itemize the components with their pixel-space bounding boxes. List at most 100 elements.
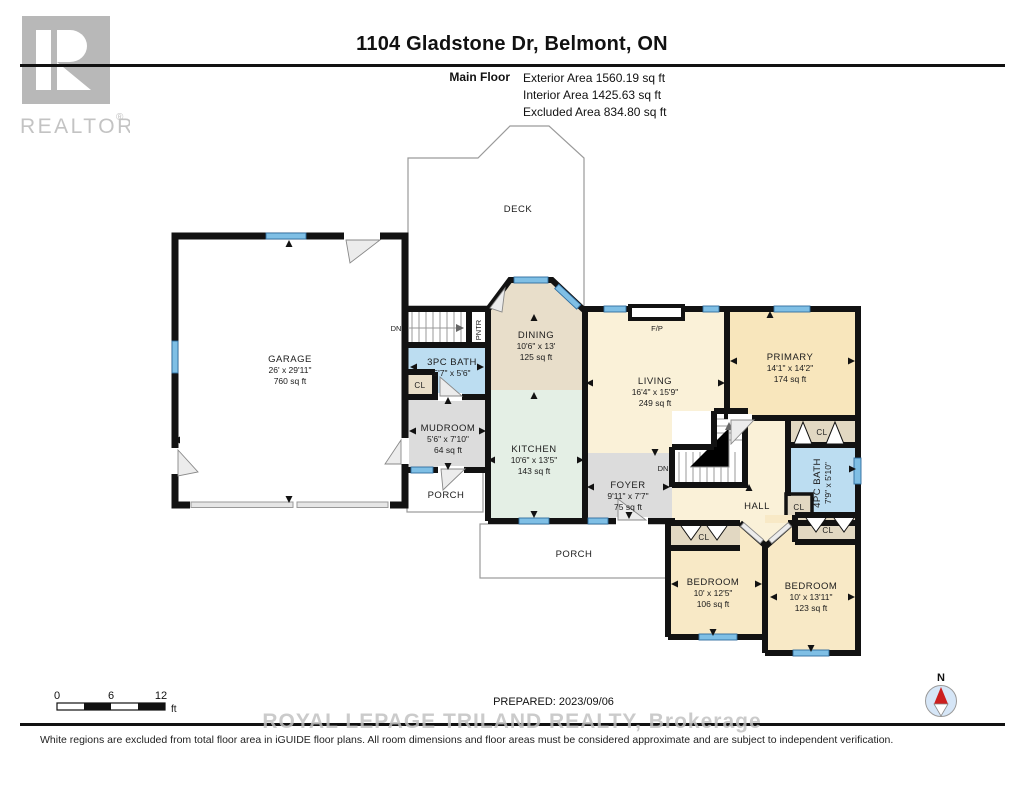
bedroom-left-dims: 10' x 12'5" [694, 588, 733, 598]
primary-dims: 14'1" x 14'2" [767, 363, 814, 373]
window [410, 466, 434, 474]
area-summary: Exterior Area 1560.19 sq ft Interior Are… [523, 70, 666, 120]
hall-label: HALL [744, 501, 770, 512]
hanger-icon [833, 517, 855, 533]
window [518, 517, 550, 525]
door-swing-icon [384, 438, 402, 465]
bath3pc-label: 3PC BATH [427, 357, 477, 368]
dining-dims: 10'6" x 13' [517, 341, 556, 351]
living-label: LIVING [638, 376, 672, 387]
scale-tick-12: 12 [155, 690, 167, 702]
foyer-dims: 9'11" x 7'7" [607, 491, 648, 501]
bath4pc-dims: 7'9" x 5'10" [823, 462, 833, 504]
compass-icon: N [925, 672, 957, 717]
living-area: 249 sq ft [639, 398, 672, 408]
window [853, 457, 862, 485]
window [702, 305, 720, 313]
closet-label: CL [698, 533, 709, 542]
window [773, 305, 811, 313]
header-divider [20, 64, 1005, 67]
deck-outline [407, 125, 585, 307]
garage-fill [175, 236, 405, 505]
bath3pc-dims: 5'7" x 5'6" [433, 368, 470, 378]
room-fills [175, 236, 858, 653]
mudroom-label: MUDROOM [421, 423, 476, 434]
hall-chamfer-fill [740, 523, 792, 546]
exterior-area: Exterior Area 1560.19 sq ft [523, 71, 666, 85]
closet-mudroom-fill [405, 372, 435, 397]
hanger-icon [706, 525, 728, 541]
disclaimer-text: White regions are excluded from total fl… [40, 734, 894, 746]
bath4pc-label: 4PC BATH [812, 458, 823, 508]
door-swing-icon [489, 286, 506, 313]
pantry-fill [469, 309, 488, 347]
door-swing-icon [440, 468, 467, 491]
hanger-icon [825, 420, 845, 445]
living-dims: 16'4" x 15'9" [632, 387, 679, 397]
window [171, 340, 179, 374]
door-swing-icon [177, 448, 199, 477]
stairs-arrow-icon [456, 324, 464, 332]
scale-tick-6: 6 [108, 690, 114, 702]
excluded-area: Excluded Area 834.80 sq ft [523, 104, 667, 119]
kitchen-fill [488, 390, 585, 521]
window [587, 517, 609, 525]
porch-small-label: PORCH [428, 490, 465, 501]
mudroom-dims: 5'6" x 7'10" [427, 434, 469, 444]
primary-label: PRIMARY [767, 352, 814, 363]
compass-north-label: N [937, 672, 945, 684]
door-swing-icon [345, 239, 382, 264]
deck-label: DECK [504, 204, 533, 215]
closet-label: CL [816, 428, 827, 437]
stairs-dn-label: DN [658, 464, 669, 473]
bedroom-right-area: 123 sq ft [795, 603, 828, 613]
floor-label: Main Floor [449, 70, 510, 84]
fireplace-label: F/P [651, 324, 663, 333]
prepared-date: PREPARED: 2023/09/06 [493, 696, 614, 708]
door-swings [177, 239, 793, 545]
primary-area: 174 sq ft [774, 374, 807, 384]
window [698, 633, 738, 641]
door-swing-icon [439, 376, 464, 397]
garage-dims: 26' x 29'11" [269, 365, 312, 375]
door-leaf-icon [767, 521, 793, 545]
pantry-label-group: PNTR [474, 319, 483, 340]
interior-area: Interior Area 1425.63 sq ft [523, 87, 662, 102]
porch-large-label: PORCH [556, 549, 593, 560]
brokerage-watermark: ROYAL LEPAGE TRILAND REALTY, Brokerage [262, 710, 762, 733]
foyer-label: FOYER [610, 480, 645, 491]
door-leaf-icon [739, 521, 765, 545]
garage-doors [190, 501, 389, 508]
bedroom-right-label: BEDROOM [785, 581, 838, 592]
scale-bar: 0 6 12 ft [54, 690, 177, 715]
garage-label: GARAGE [268, 354, 312, 365]
bedroom-left-closet-fill [668, 523, 740, 548]
hanger-icon [680, 525, 702, 541]
kitchen-area: 143 sq ft [518, 466, 551, 476]
hanger-icon [805, 517, 827, 533]
page-title: 1104 Gladstone Dr, Belmont, ON [356, 33, 668, 55]
closet-hangers [680, 420, 855, 541]
window [554, 283, 582, 310]
window [513, 276, 549, 284]
bedroom-right-dims: 10' x 13'11" [790, 592, 833, 602]
window [265, 232, 307, 240]
realtor-logo: REALTOR ® [20, 14, 130, 142]
realtor-logo-icon: REALTOR ® [20, 16, 130, 138]
fireplace-icon [628, 304, 685, 321]
dining-label: DINING [518, 330, 554, 341]
primary-fill [727, 309, 858, 418]
registered-mark: ® [116, 112, 124, 123]
garage-area: 760 sq ft [274, 376, 307, 386]
mudroom-fill [405, 397, 488, 470]
footer-divider [20, 723, 1005, 726]
bedroom-left-label: BEDROOM [687, 577, 740, 588]
scale-unit: ft [171, 704, 177, 715]
windows-layer [171, 232, 862, 657]
window [603, 305, 627, 313]
foyer-area: 75 sq ft [614, 502, 643, 512]
door-swing-icon [730, 419, 756, 446]
bath4pc-label-group: 4PC BATH 7'9" x 5'10" [812, 458, 833, 508]
